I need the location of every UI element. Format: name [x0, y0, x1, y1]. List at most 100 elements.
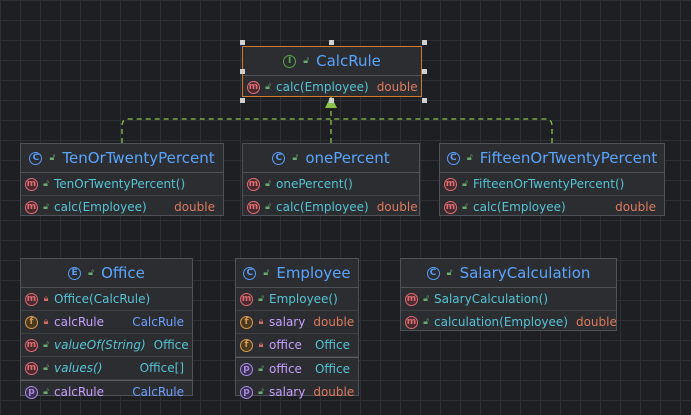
tenortwentypercent-row-constructor[interactable]: m 🔓︎ TenOrTwentyPercent(): [21, 173, 223, 196]
office-row-values[interactable]: m 🔓︎ values() Office[]: [21, 357, 192, 380]
private-lock-icon: 🔒︎: [258, 340, 264, 350]
property-type: double: [313, 385, 355, 399]
public-lock-icon: 🔓︎: [258, 364, 264, 374]
private-lock-icon: 🔒︎: [43, 294, 49, 304]
fifteenortwentypercent-box[interactable]: C 🔓︎ FifteenOrTwentyPercent m 🔓︎ Fifteen…: [439, 143, 665, 216]
method-name: TenOrTwentyPercent(): [54, 177, 186, 191]
employee-row-office-property[interactable]: p 🔓︎ office Office: [236, 357, 358, 381]
method-name: calc(Employee): [276, 80, 369, 94]
salarycalculation-header: C 🔓︎ SalaryCalculation: [401, 259, 616, 288]
field-type: Office: [314, 338, 350, 352]
class-badge-icon: C: [243, 266, 257, 280]
public-lock-icon: 🔓︎: [423, 317, 429, 327]
selection-handle[interactable]: [240, 40, 245, 45]
field-badge-icon: f: [25, 315, 38, 329]
tenortwentypercent-row-calc[interactable]: m 🔓︎ calc(Employee) double: [21, 196, 223, 218]
enum-badge-icon: E: [68, 266, 82, 280]
employee-box[interactable]: C 🔓︎ Employee m 🔓︎ Employee() f 🔒︎ salar…: [235, 258, 359, 399]
method-badge-icon: m: [25, 292, 38, 306]
selection-handle[interactable]: [422, 69, 427, 74]
class-badge-icon: C: [29, 151, 43, 165]
office-row-calcrule-property[interactable]: p 🔓︎ calcRule CalcRule: [21, 380, 192, 403]
method-name: Office(CalcRule): [54, 292, 151, 306]
employee-row-constructor[interactable]: m 🔓︎ Employee(): [236, 288, 358, 311]
method-badge-icon: m: [25, 200, 38, 214]
tenortwentypercent-header: C 🔓︎ TenOrTwentyPercent: [21, 144, 223, 173]
public-lock-icon: 🔓︎: [43, 202, 49, 212]
private-lock-icon: 🔒︎: [43, 317, 49, 327]
public-lock-icon: 🔓︎: [265, 179, 271, 189]
method-badge-icon: m: [405, 292, 418, 306]
selection-handle[interactable]: [329, 98, 334, 103]
calcrule-row-calc[interactable]: m 🔓︎ calc(Employee) double: [243, 76, 421, 98]
return-type: Office[]: [139, 361, 184, 375]
property-name: calcRule: [54, 385, 105, 399]
public-lock-icon: 🔓︎: [49, 153, 56, 163]
public-lock-icon: 🔓︎: [446, 268, 453, 278]
calcrule-box[interactable]: I 🔓︎ CalcRule m 🔓︎ calc(Employee) double: [242, 46, 422, 97]
office-header: E 🔓︎ Office: [21, 259, 192, 288]
selection-handle[interactable]: [240, 98, 245, 103]
method-name: onePercent(): [276, 177, 353, 191]
selection-handle[interactable]: [329, 40, 334, 45]
onepercent-row-calc[interactable]: m 🔓︎ calc(Employee) double: [243, 196, 419, 218]
employee-row-office-field[interactable]: f 🔒︎ office Office: [236, 334, 358, 357]
employee-row-salary-property[interactable]: p 🔓︎ salary double: [236, 381, 358, 403]
realization-fifteen: [331, 118, 553, 143]
office-box[interactable]: E 🔓︎ Office m 🔒︎ Office(CalcRule) f 🔒︎ c…: [20, 258, 193, 399]
field-type: CalcRule: [132, 315, 184, 329]
field-type: double: [313, 315, 355, 329]
public-lock-icon: 🔓︎: [88, 268, 95, 278]
selection-handle[interactable]: [422, 98, 427, 103]
public-lock-icon: 🔓︎: [263, 268, 270, 278]
property-type: CalcRule: [132, 385, 184, 399]
public-lock-icon: 🔓︎: [303, 56, 310, 66]
return-type: double: [174, 200, 215, 214]
class-badge-icon: C: [272, 151, 286, 165]
office-row-valueof[interactable]: m 🔓︎ valueOf(String) Office: [21, 334, 192, 357]
salarycalculation-box[interactable]: C 🔓︎ SalaryCalculation m 🔓︎ SalaryCalcul…: [400, 258, 617, 331]
return-type: double: [376, 200, 418, 214]
method-name: Employee(): [269, 292, 338, 306]
property-badge-icon: p: [25, 385, 38, 399]
employee-row-salary-field[interactable]: f 🔒︎ salary double: [236, 311, 358, 334]
onepercent-row-constructor[interactable]: m 🔓︎ onePercent(): [243, 173, 419, 196]
tenortwentypercent-title: TenOrTwentyPercent: [62, 149, 215, 167]
fifteenortwentypercent-header: C 🔓︎ FifteenOrTwentyPercent: [440, 144, 664, 173]
return-type: double: [575, 315, 617, 329]
return-type: double: [615, 200, 656, 214]
class-badge-icon: C: [446, 151, 460, 165]
tenortwentypercent-box[interactable]: C 🔓︎ TenOrTwentyPercent m 🔓︎ TenOrTwenty…: [20, 143, 224, 216]
realization-ten: [121, 118, 331, 143]
method-badge-icon: m: [25, 361, 38, 375]
public-lock-icon: 🔓︎: [462, 202, 468, 212]
public-lock-icon: 🔓︎: [265, 202, 271, 212]
salarycalculation-row-calculation[interactable]: m 🔓︎ calculation(Employee) double: [401, 311, 617, 333]
onepercent-box[interactable]: C 🔓︎ onePercent m 🔓︎ onePercent() m 🔓︎ c…: [242, 143, 420, 216]
salarycalculation-title: SalaryCalculation: [459, 264, 591, 282]
class-badge-icon: C: [426, 266, 440, 280]
salarycalculation-row-constructor[interactable]: m 🔓︎ SalaryCalculation(): [401, 288, 616, 311]
abstract-method-badge-icon: m: [247, 80, 260, 94]
interface-badge-icon: I: [283, 54, 297, 68]
public-lock-icon: 🔓︎: [265, 82, 271, 92]
property-badge-icon: p: [240, 385, 253, 399]
method-badge-icon: m: [247, 177, 260, 191]
employee-header: C 🔓︎ Employee: [236, 259, 358, 288]
method-badge-icon: m: [444, 177, 457, 191]
onepercent-title: onePercent: [305, 149, 390, 167]
fifteenortwentypercent-row-constructor[interactable]: m 🔓︎ FifteenOrTwentyPercent(): [440, 173, 664, 196]
public-lock-icon: 🔓︎: [462, 179, 468, 189]
selection-handle[interactable]: [240, 69, 245, 74]
onepercent-header: C 🔓︎ onePercent: [243, 144, 419, 173]
private-lock-icon: 🔒︎: [258, 317, 264, 327]
office-row-calcrule-field[interactable]: f 🔒︎ calcRule CalcRule: [21, 311, 192, 334]
method-name: calc(Employee): [276, 200, 369, 214]
property-badge-icon: p: [240, 362, 253, 376]
fifteenortwentypercent-row-calc[interactable]: m 🔓︎ calc(Employee) double: [440, 196, 664, 218]
field-name: salary: [269, 315, 306, 329]
fifteenortwentypercent-title: FifteenOrTwentyPercent: [479, 149, 658, 167]
office-row-constructor[interactable]: m 🔒︎ Office(CalcRule): [21, 288, 192, 311]
office-title: Office: [101, 264, 145, 282]
selection-handle[interactable]: [422, 40, 427, 45]
